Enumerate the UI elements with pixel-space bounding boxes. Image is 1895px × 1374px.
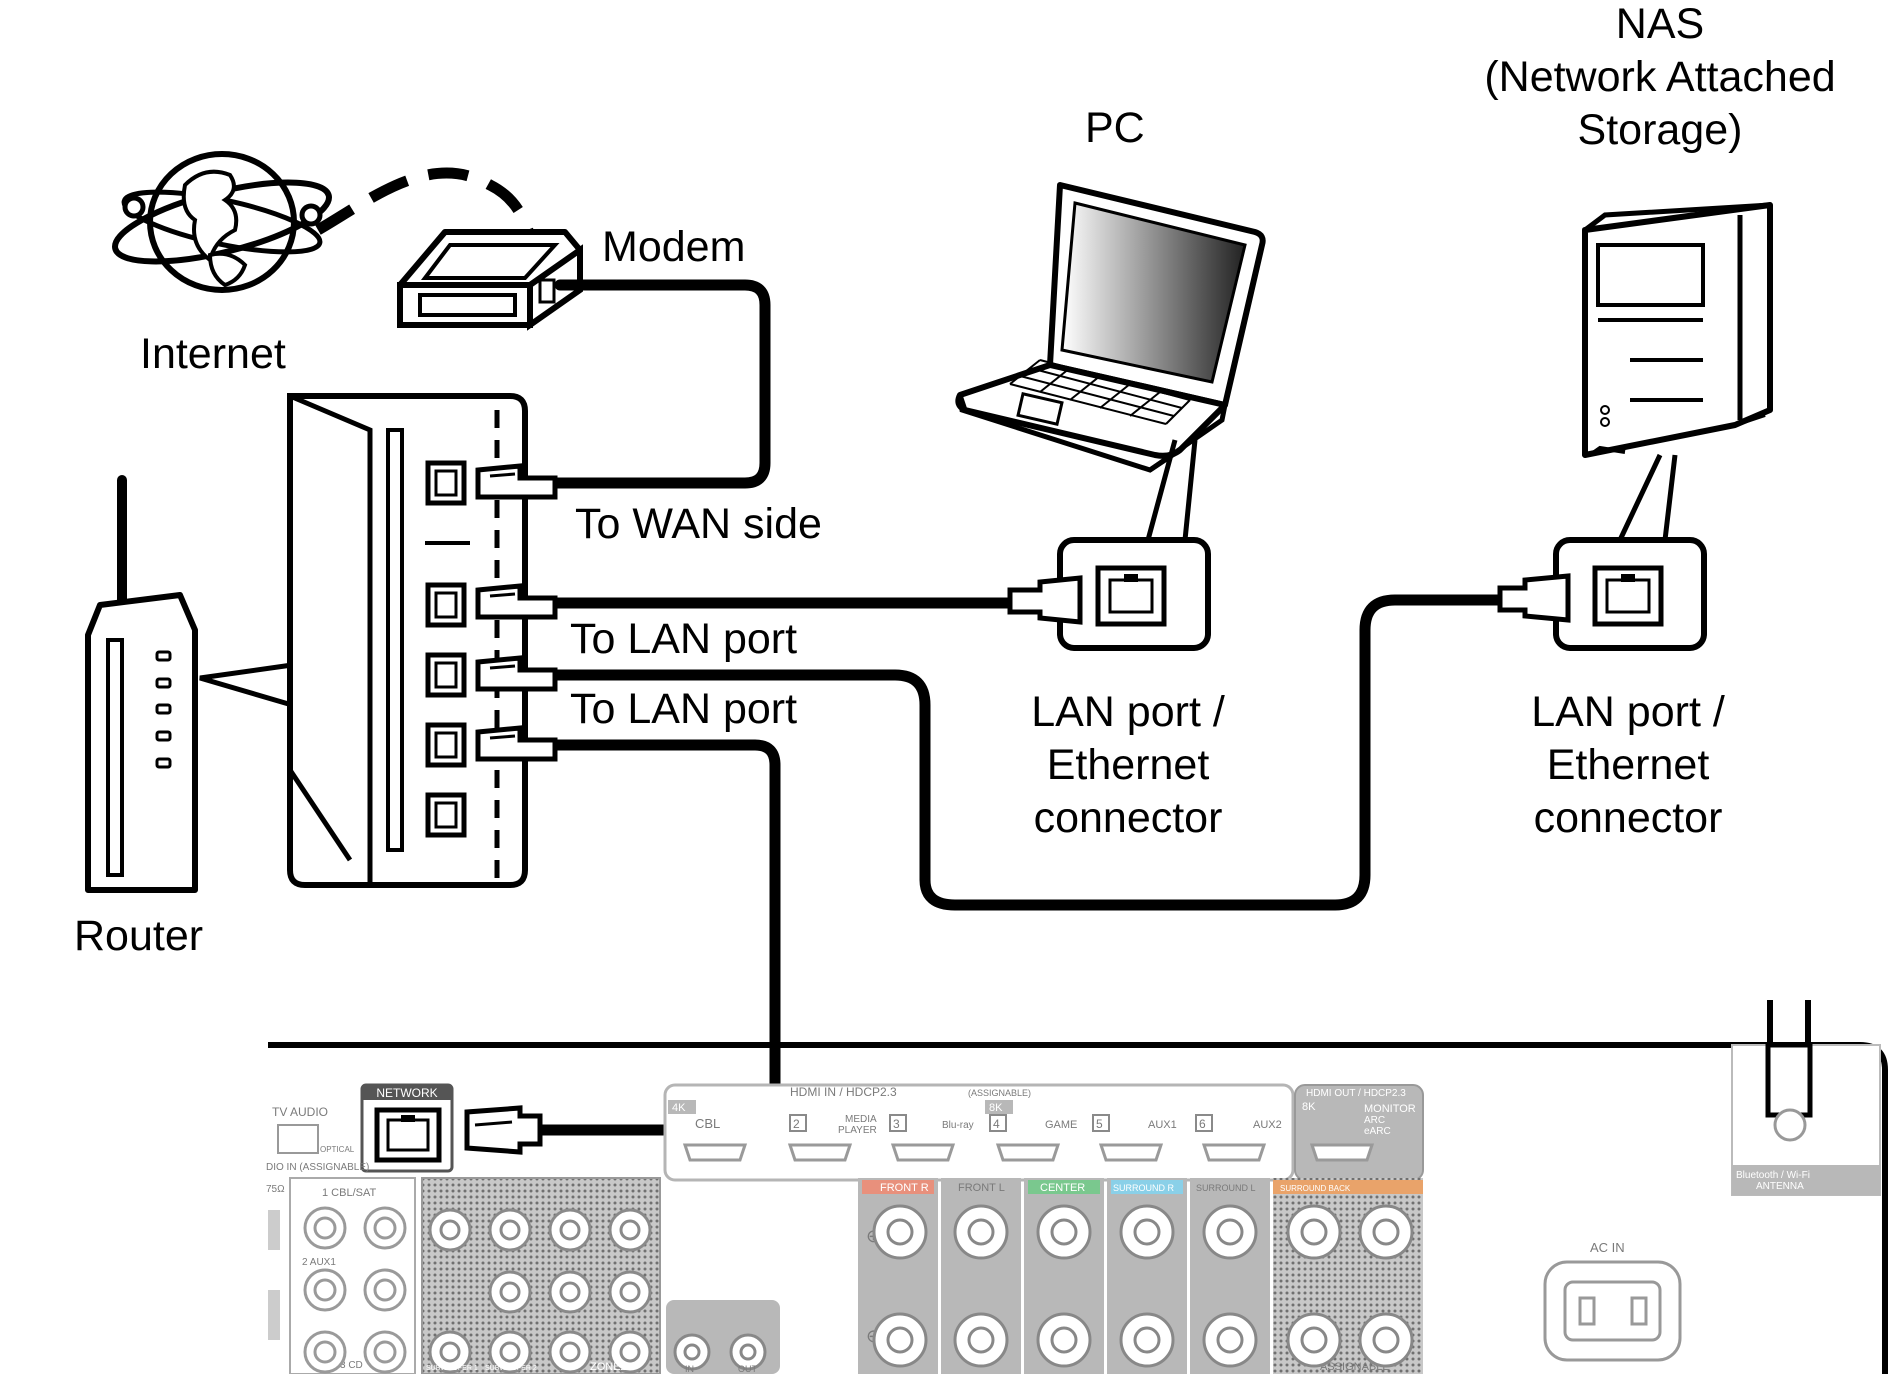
- bt-antenna-label: Bluetooth / Wi-Fi: [1736, 1170, 1810, 1181]
- nas-port-label-2: Ethernet: [1547, 741, 1710, 789]
- internet-label: Internet: [140, 330, 286, 378]
- pc-port-label-2: Ethernet: [1047, 741, 1210, 789]
- monitor-label: MONITOR: [1364, 1103, 1416, 1115]
- media-player-label: MEDIA: [845, 1114, 877, 1125]
- avr-lan-plug: [464, 1105, 543, 1155]
- to-lan-label-1: To LAN port: [570, 615, 797, 663]
- aux-label: 2 AUX1: [302, 1257, 336, 1268]
- router-wan-port: [425, 460, 467, 506]
- router-lan-port-3: [425, 722, 467, 768]
- zone2-label: ZONE2: [590, 1361, 627, 1373]
- digital-in-label: DIO IN (ASSIGNABLE): [266, 1162, 369, 1173]
- pc-label: PC: [1085, 104, 1145, 152]
- nas-lan-port-callout-box: [1553, 537, 1707, 651]
- nas-title: NAS: [1616, 0, 1704, 48]
- hdmi-num-2: 2: [793, 1117, 800, 1131]
- pc-lan-plug: [1007, 575, 1083, 625]
- router-plugs: [475, 463, 558, 762]
- bluray-label: Blu-ray: [942, 1120, 974, 1131]
- router-label: Router: [74, 912, 203, 960]
- hdmi-4k-badge: 4K: [672, 1102, 686, 1114]
- cbl-sat-label: 1 CBL/SAT: [322, 1187, 376, 1199]
- nas-port-label-1: LAN port /: [1531, 688, 1725, 736]
- hdmi-assignable: (ASSIGNABLE): [968, 1088, 1031, 1098]
- front-r-label: FRONT R: [880, 1182, 929, 1194]
- avr-rear-panel: HDMI IN / HDCP2.3 (ASSIGNABLE) 4K 8K HDM…: [266, 1000, 1888, 1374]
- center-label: CENTER: [1040, 1182, 1085, 1194]
- front-l-label: FRONT L: [958, 1182, 1005, 1194]
- aux1-label: AUX1: [1148, 1119, 1177, 1131]
- ac-inlet: [1543, 1260, 1682, 1362]
- nas-lan-cable: [549, 594, 1506, 911]
- bluetooth-antenna-block: [1731, 1042, 1881, 1196]
- nas-tower-icon: [1582, 202, 1773, 458]
- media-player-label-2: PLAYER: [838, 1125, 877, 1136]
- internet-link-dashed: [315, 167, 536, 238]
- router-lan-port-1: [425, 582, 467, 628]
- nas-port-label-3: connector: [1534, 794, 1723, 842]
- surround-l-label: SURROUND L: [1196, 1183, 1256, 1193]
- pc-port-label-3: connector: [1034, 794, 1223, 842]
- pc-port-callout: [1145, 439, 1198, 541]
- avr-network-port: [374, 1107, 442, 1163]
- hdmi-num-4: 4: [993, 1117, 1000, 1131]
- hdmi-num-6: 6: [1199, 1117, 1206, 1131]
- tv-audio-label: TV AUDIO: [272, 1105, 328, 1119]
- wan-cable: [549, 279, 771, 489]
- nas-lan-plug: [1497, 573, 1571, 623]
- coax-in-label: IN: [685, 1364, 694, 1374]
- to-lan-label-2: To LAN port: [570, 685, 797, 733]
- subwoofer1-label: SUBWOOFER 1: [426, 1365, 478, 1372]
- nas-subtitle-1: (Network Attached: [1484, 53, 1835, 101]
- analog-rca-jacks: [303, 1206, 407, 1374]
- router-callout: [199, 662, 293, 708]
- nas-port-callout: [1617, 453, 1678, 542]
- hdmi-out-label: HDMI OUT / HDCP2.3: [1306, 1088, 1406, 1099]
- assignable-label: ASSIGNABLE: [1320, 1361, 1390, 1373]
- antenna-label: ANTENNA: [1756, 1181, 1804, 1192]
- coax-jacks: [673, 1333, 767, 1371]
- hdmi-num-3: 3: [893, 1117, 900, 1131]
- router-lan-port-2: [425, 652, 467, 698]
- hdmi-8k-badge: 8K: [989, 1102, 1003, 1114]
- hdmi-in-label: HDMI IN / HDCP2.3: [790, 1085, 897, 1099]
- network-port-label: NETWORK: [376, 1086, 437, 1100]
- coax-out-label: OUT: [738, 1364, 758, 1374]
- router-lan-port-4: [425, 792, 467, 838]
- earc-label: eARC: [1364, 1126, 1391, 1137]
- pc-port-label-1: LAN port /: [1031, 688, 1225, 736]
- arc-label: ARC: [1364, 1115, 1385, 1126]
- nas-subtitle-2: Storage): [1578, 106, 1743, 154]
- laptop-icon: [955, 182, 1266, 473]
- aux2-label: AUX2: [1253, 1119, 1282, 1131]
- surround-r-label: SURROUND R: [1113, 1183, 1175, 1193]
- modem-label: Modem: [602, 223, 745, 271]
- to-wan-label: To WAN side: [575, 500, 822, 548]
- avr-lan-cable: [534, 739, 781, 1136]
- internet-globe-icon: [112, 151, 332, 293]
- hdmi-sockets: [682, 1143, 1375, 1162]
- surround-back-label: SURROUND BACK: [1280, 1184, 1351, 1193]
- router-icon: [85, 475, 198, 893]
- hdmi-cbl-label: CBL: [695, 1116, 720, 1131]
- hdmi-num-5: 5: [1096, 1117, 1103, 1131]
- preout-rca-jacks: [428, 1208, 652, 1374]
- optical-label: OPTICAL: [320, 1145, 355, 1154]
- modem-icon: [397, 229, 583, 331]
- ohm-label: 75Ω: [266, 1184, 285, 1195]
- speaker-binding-posts: [872, 1204, 1414, 1368]
- game-label: GAME: [1045, 1119, 1077, 1131]
- subwoofer2-label: SUBWOOFER 2: [485, 1365, 537, 1372]
- cd-label: 3 CD: [340, 1360, 363, 1371]
- router-ports: [425, 460, 467, 838]
- hdmi-out-8k: 8K: [1302, 1101, 1316, 1113]
- ac-in-label: AC IN: [1590, 1240, 1625, 1255]
